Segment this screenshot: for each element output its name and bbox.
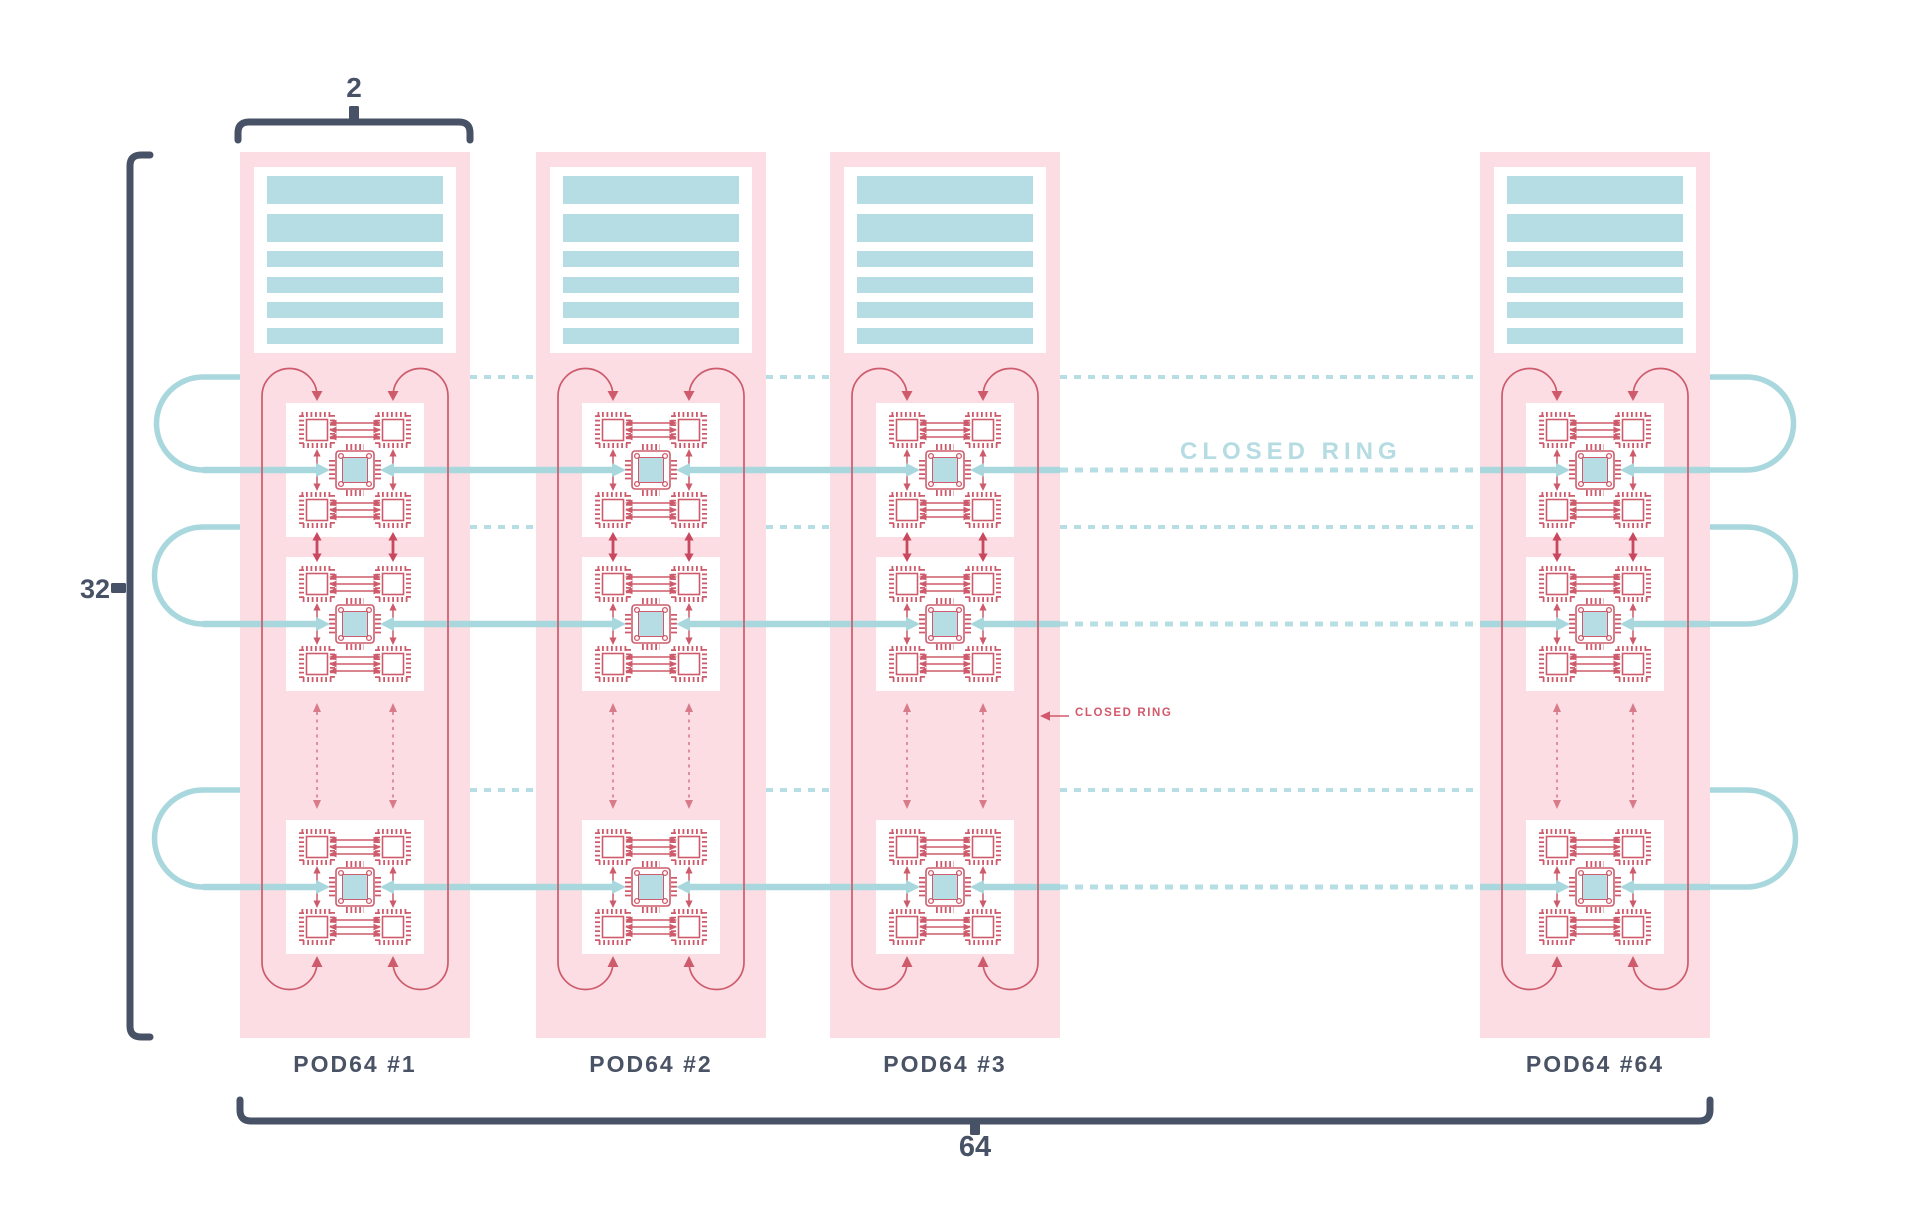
cluster-board — [1526, 820, 1664, 954]
switch-unit — [563, 176, 739, 204]
cluster-board — [1526, 403, 1664, 537]
switch-unit — [857, 276, 1033, 293]
pod-label-1: POD64 #1 — [293, 1051, 417, 1077]
switch-unit — [857, 327, 1033, 344]
cluster-board — [286, 820, 424, 954]
dimension-label-64: 64 — [958, 1131, 992, 1163]
switch-unit — [267, 302, 443, 319]
switch-unit — [1507, 302, 1683, 319]
dimension-label-32: 32 — [79, 574, 110, 604]
closed-ring-label-inter-pod: CLOSED RING — [1180, 438, 1402, 465]
cluster-board — [582, 557, 720, 691]
switch-unit — [857, 213, 1033, 242]
switch-unit — [857, 176, 1033, 204]
switch-unit — [1507, 251, 1683, 268]
pod-column-64 — [1480, 152, 1710, 1038]
switch-unit — [1507, 176, 1683, 204]
switch-unit — [857, 251, 1033, 268]
switch-unit — [267, 327, 443, 344]
switch-unit — [267, 176, 443, 204]
pod-column-2 — [536, 152, 766, 1038]
closed-ring-label-intra-pod: CLOSED RING — [1075, 707, 1173, 719]
switch-unit — [563, 327, 739, 344]
switch-unit — [563, 276, 739, 293]
switch-unit — [267, 276, 443, 293]
switch-unit — [563, 213, 739, 242]
cluster-board — [582, 403, 720, 537]
switch-unit — [267, 251, 443, 268]
pod-column-1 — [240, 152, 470, 1038]
pod-label-3: POD64 #3 — [883, 1051, 1007, 1077]
switch-unit — [1507, 213, 1683, 242]
switch-unit — [563, 302, 739, 319]
pod-label-64: POD64 #64 — [1525, 1051, 1665, 1077]
cluster-board — [286, 557, 424, 691]
switch-stack-icon — [254, 167, 456, 353]
cluster-board — [876, 403, 1014, 537]
switch-unit — [1507, 276, 1683, 293]
closed-ring-dashed-rows — [1060, 467, 1480, 890]
pod-label-2: POD64 #2 — [589, 1051, 713, 1077]
switch-unit — [563, 251, 739, 268]
pod-column-3 — [830, 152, 1060, 1038]
switch-stack-icon — [844, 167, 1046, 353]
switch-unit — [857, 302, 1033, 319]
switch-stack-icon — [1494, 167, 1696, 353]
switch-stack-icon — [550, 167, 752, 353]
cluster-board — [582, 820, 720, 954]
switch-unit — [1507, 327, 1683, 344]
dimension-label-2: 2 — [346, 72, 362, 103]
switch-unit — [267, 213, 443, 242]
cluster-board — [876, 557, 1014, 691]
cluster-board — [286, 403, 424, 537]
cluster-board — [876, 820, 1014, 954]
cluster-board — [1526, 557, 1664, 691]
